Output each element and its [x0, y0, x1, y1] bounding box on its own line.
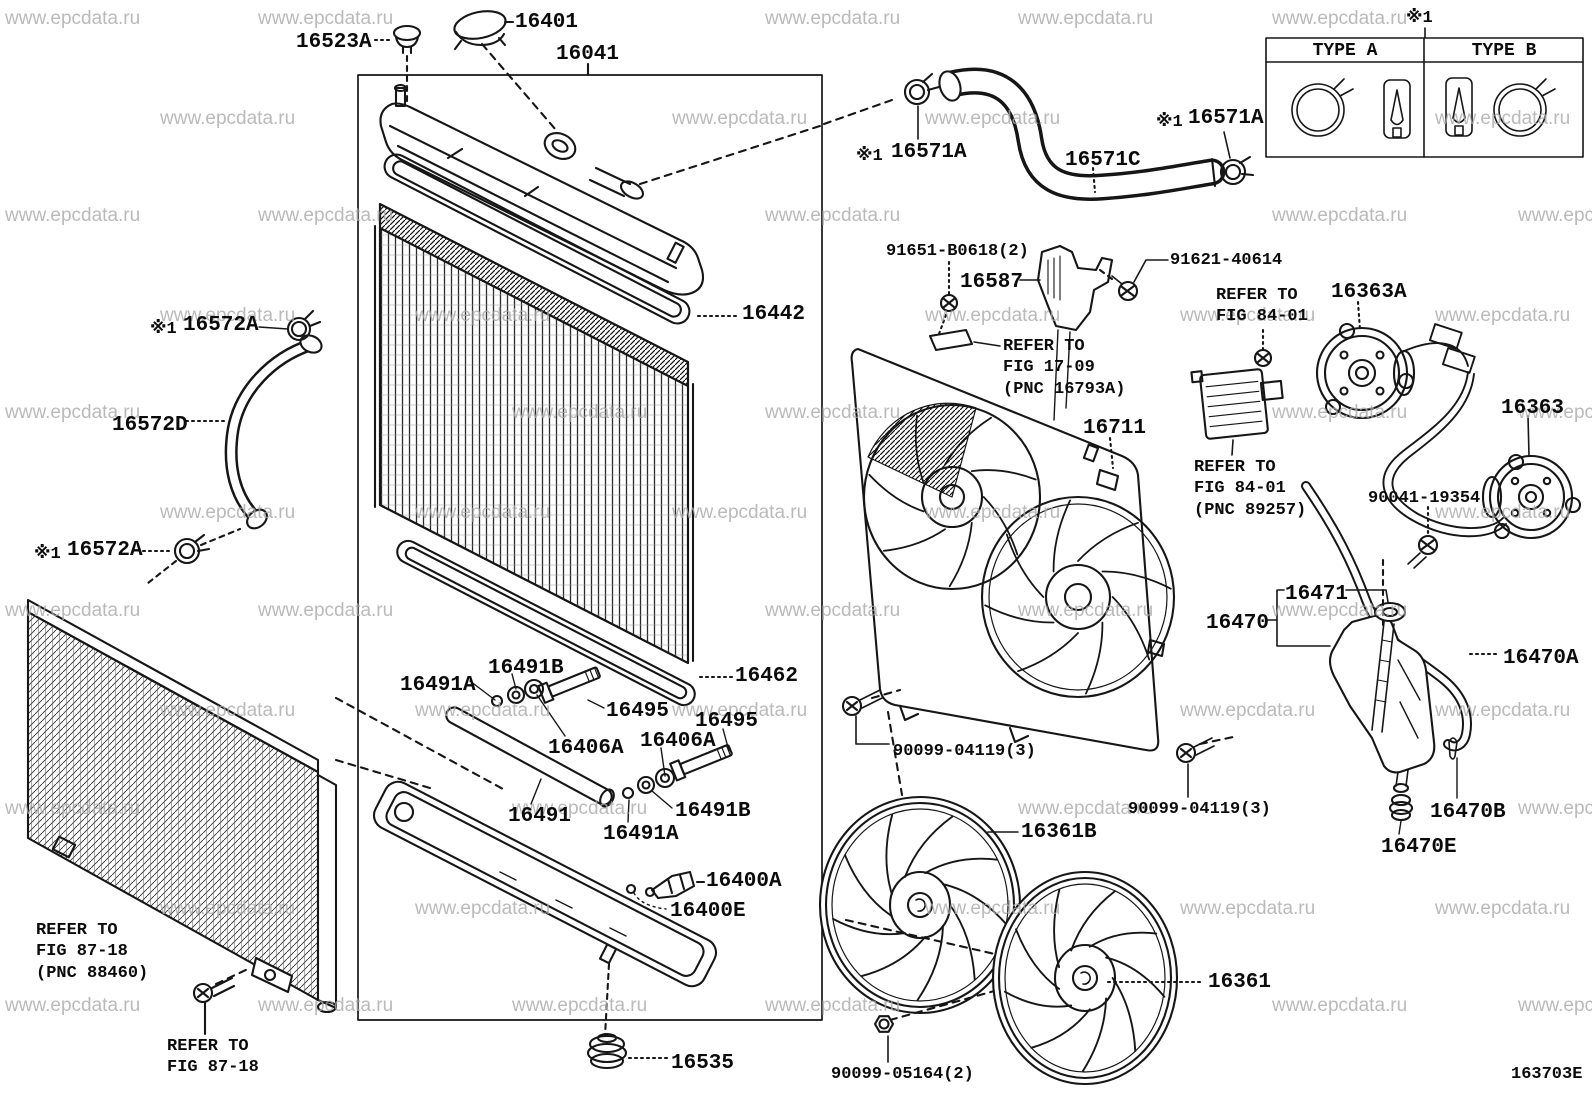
part-label-note-16571a-left: ※1 — [856, 147, 883, 166]
part-label-16587: 16587 — [960, 271, 1024, 294]
part-label-16401: 16401 — [515, 11, 579, 34]
radiator-lower-tank-drawing — [372, 780, 718, 1038]
lower-hose-drawing — [141, 309, 323, 585]
radiator-upper-tank-drawing — [379, 62, 894, 296]
part-label-figure-code: 163703E — [1511, 1065, 1583, 1084]
part-label-16535: 16535 — [671, 1052, 735, 1075]
part-label-16491: 16491 — [508, 805, 572, 828]
reservoir-tank-drawing — [1267, 481, 1502, 835]
part-label-16361: 16361 — [1208, 971, 1272, 994]
clamp-table-header-type-a: TYPE A — [1312, 41, 1378, 61]
filler-tube-and-fittings-drawing — [445, 666, 733, 823]
part-label-16571A-right: 16571A — [1188, 107, 1264, 130]
fan-motor-16363-drawing — [1481, 415, 1582, 540]
part-label-16572D: 16572D — [112, 414, 188, 437]
clamp-table-header-type-b: TYPE B — [1471, 41, 1537, 61]
condenser-drawing — [26, 598, 505, 1036]
fan-16361b-drawing — [818, 795, 1022, 1015]
radiator-cap-drawing — [453, 10, 558, 132]
controller-leader — [1231, 439, 1234, 456]
shroud-screw-right-drawing — [1175, 734, 1240, 798]
part-label-16491B-2: 16491B — [675, 800, 751, 823]
upper-tank-gasket-drawing — [383, 153, 741, 325]
part-label-16491A-2: 16491A — [603, 823, 679, 846]
part-label-16571C: 16571C — [1065, 149, 1141, 172]
part-label-16495-2: 16495 — [695, 710, 759, 733]
part-label-91651-B0618: 91651-B0618(2) — [886, 242, 1029, 261]
part-label-16400E: 16400E — [670, 900, 746, 923]
part-label-16470A: 16470A — [1503, 647, 1579, 670]
part-label-16361B: 16361B — [1021, 821, 1097, 844]
part-label-16462: 16462 — [735, 665, 799, 688]
part-label-16041: 16041 — [556, 43, 620, 66]
part-label-16363: 16363 — [1501, 397, 1565, 420]
part-label-note-16572a-top: ※1 — [150, 320, 177, 339]
fan-shroud-drawing — [850, 347, 1176, 797]
drain-plug-16523a-drawing — [373, 24, 422, 106]
fan-nut-drawing — [873, 1015, 895, 1063]
fan-motor-16363a-drawing — [1315, 300, 1416, 420]
upper-hose-drawing — [903, 67, 1255, 201]
radiator-core-drawing — [373, 202, 695, 665]
motor-wiring-harness-drawing — [1382, 323, 1507, 538]
part-label-refer-fig87-2: REFER TO FIG 87-18 — [167, 1037, 259, 1078]
fan-16361-drawing — [844, 870, 1206, 1086]
part-label-refer-fig84-top: REFER TO FIG 84-01 — [1216, 286, 1308, 327]
clamp-icon-circle-b — [1493, 78, 1556, 137]
part-label-90099-04119-right: 90099-04119(3) — [1128, 800, 1271, 819]
part-label-16491B-1: 16491B — [488, 657, 564, 680]
shroud-screw-left-drawing — [841, 688, 902, 745]
part-label-16572A-top: 16572A — [183, 314, 259, 337]
part-label-16363A: 16363A — [1331, 281, 1407, 304]
part-label-16571A-left: 16571A — [891, 141, 967, 164]
part-label-16572A-bottom: 16572A — [67, 539, 143, 562]
part-label-refer-fig87-pnc88460: REFER TO FIG 87-18 (PNC 88460) — [36, 921, 149, 983]
controller-screw-drawing — [1253, 328, 1273, 368]
clamp-icon-spring-a — [1383, 79, 1411, 139]
clamp-type-table — [1265, 27, 1584, 158]
lower-tank-gasket-drawing — [396, 539, 734, 707]
part-label-16470: 16470 — [1206, 612, 1270, 635]
part-label-note-16571a-right: ※1 — [1156, 113, 1183, 132]
fan-controller-drawing — [1190, 368, 1284, 440]
part-label-90099-05164: 90099-05164(2) — [831, 1065, 974, 1084]
part-label-16495-1: 16495 — [606, 700, 670, 723]
part-label-16470B: 16470B — [1430, 801, 1506, 824]
part-label-16400A: 16400A — [706, 870, 782, 893]
part-label-90041-19354: 90041-19354 — [1368, 489, 1481, 508]
clamp-icon-spring-b — [1445, 77, 1473, 137]
part-label-90099-04119-left: 90099-04119(3) — [893, 742, 1036, 761]
part-label-16471: 16471 — [1285, 583, 1349, 606]
radiator-parts-box — [357, 74, 823, 1021]
part-label-16406A-1: 16406A — [548, 737, 624, 760]
bolt-90041-drawing — [1407, 505, 1439, 569]
part-label-91621-40614: 91621-40614 — [1170, 251, 1283, 270]
drain-cock-drawing — [625, 870, 706, 910]
part-label-16491A-1: 16491A — [400, 674, 476, 697]
part-label-16442: 16442 — [742, 303, 806, 326]
part-label-refer-fig84-pnc89257: REFER TO FIG 84-01 (PNC 89257) — [1194, 458, 1307, 520]
part-label-16711: 16711 — [1083, 417, 1147, 440]
part-label-16406A-2: 16406A — [640, 730, 716, 753]
shroud-bracket-drawing — [928, 244, 1169, 421]
part-label-refer-fig17-09: REFER TO FIG 17-09 (PNC 16793A) — [1003, 337, 1126, 399]
part-label-note-table: ※1 — [1406, 9, 1433, 28]
grommet-16535-drawing — [586, 1032, 669, 1070]
part-label-16523A: 16523A — [296, 31, 372, 54]
part-label-16470E: 16470E — [1381, 836, 1457, 859]
part-label-note-16572a-bottom: ※1 — [34, 545, 61, 564]
clamp-icon-circle-a — [1291, 78, 1354, 137]
